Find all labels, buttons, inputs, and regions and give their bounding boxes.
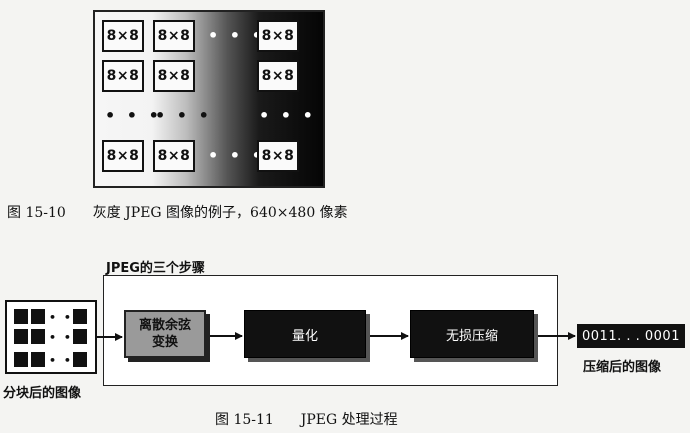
ellipsis: • • • xyxy=(49,311,88,324)
block xyxy=(73,352,87,367)
caption-number: 图 15-11 xyxy=(215,412,274,428)
ellipsis: • • • xyxy=(49,354,88,367)
block-cell: 8×8 xyxy=(102,140,144,172)
block xyxy=(14,309,28,324)
block-cell: 8×8 xyxy=(153,140,195,172)
block-cell: 8×8 xyxy=(102,60,144,92)
block-cell: 8×8 xyxy=(257,20,299,52)
ellipsis: • • • xyxy=(208,26,265,45)
block xyxy=(14,352,28,367)
block xyxy=(31,309,45,324)
block-cell: 8×8 xyxy=(102,20,144,52)
frame-title: JPEG的三个步骤 xyxy=(106,261,205,276)
caption-text: 灰度 JPEG 图像的例子，640×480 像素 xyxy=(92,205,348,221)
caption-text: JPEG 处理过程 xyxy=(300,412,398,428)
block xyxy=(73,329,87,344)
block xyxy=(73,309,87,324)
ellipsis: • • • xyxy=(105,106,162,125)
ellipsis: • • • xyxy=(155,106,212,125)
figure-caption-15-11: 图 15-11 JPEG 处理过程 xyxy=(215,409,398,429)
dct-label-line2: 变换 xyxy=(151,335,178,350)
quantization-step: 量化 xyxy=(244,310,366,358)
lossless-compression-step: 无损压缩 xyxy=(410,310,534,358)
input-label: 分块后的图像 xyxy=(3,386,82,401)
block-cell: 8×8 xyxy=(153,60,195,92)
dct-label-line1: 离散余弦 xyxy=(138,318,191,333)
ellipsis: • • • xyxy=(259,106,316,125)
output-label: 压缩后的图像 xyxy=(583,360,662,375)
dct-step: 离散余弦 变换 xyxy=(124,310,206,358)
block xyxy=(31,329,45,344)
block-cell: 8×8 xyxy=(257,60,299,92)
ellipsis: • • • xyxy=(49,331,88,344)
figure-caption-15-10: 图 15-10 灰度 JPEG 图像的例子，640×480 像素 xyxy=(7,202,348,222)
blocked-image-icon: • • • • • • • • • xyxy=(5,300,97,374)
block-cell: 8×8 xyxy=(257,140,299,172)
block-cell: 8×8 xyxy=(153,20,195,52)
block xyxy=(31,352,45,367)
compressed-bitstream: 0011. . . 0001 xyxy=(577,324,685,348)
block xyxy=(14,329,28,344)
ellipsis: • • • xyxy=(208,146,265,165)
grayscale-image-example: 8×8 8×8 • • • 8×8 8×8 8×8 8×8 • • • • • … xyxy=(93,10,325,188)
caption-number: 图 15-10 xyxy=(7,205,66,221)
